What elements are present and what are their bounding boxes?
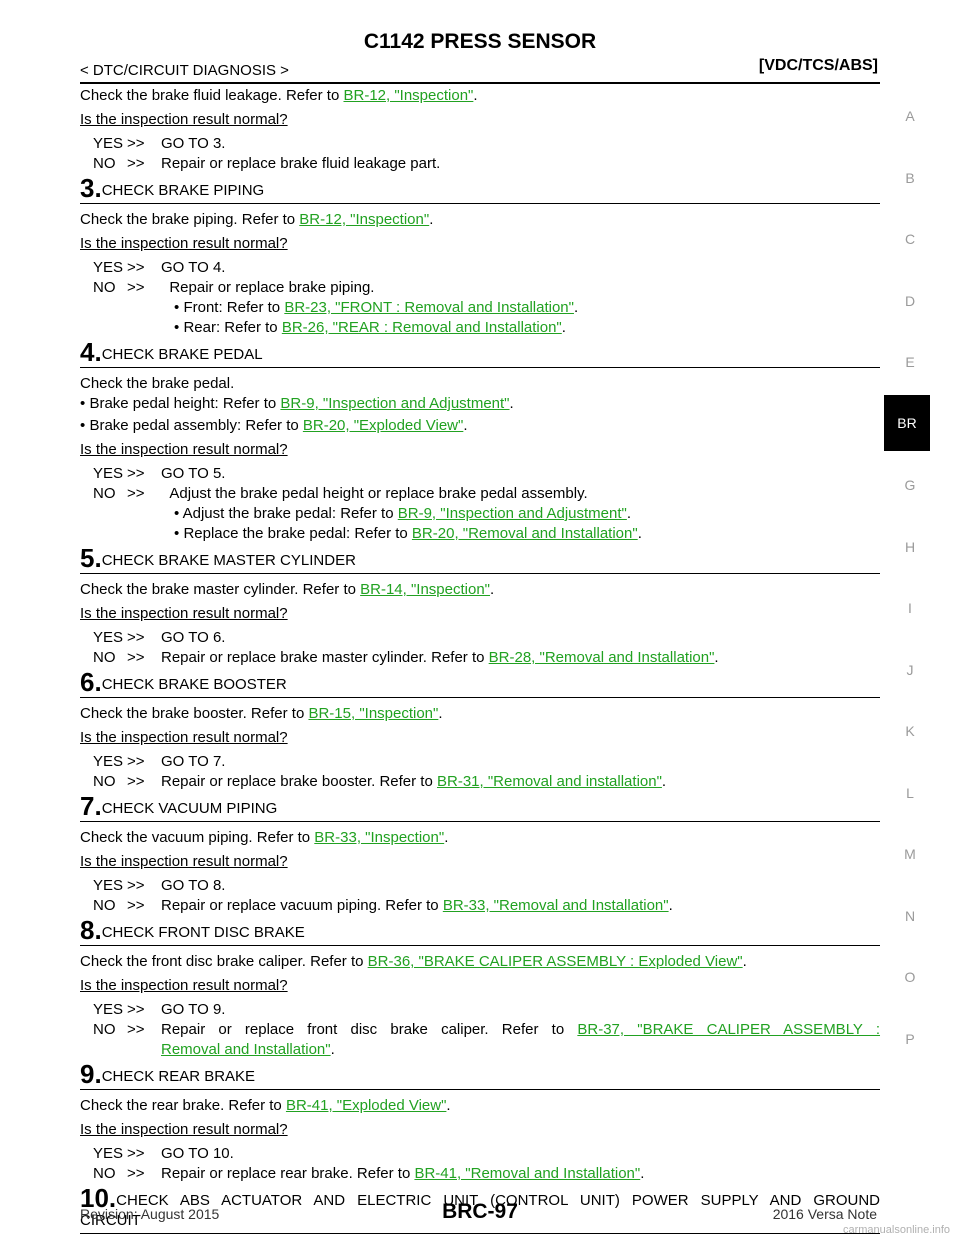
section-index-d[interactable]: D xyxy=(904,293,916,309)
section-index-i[interactable]: I xyxy=(908,600,912,616)
section-index-p[interactable]: P xyxy=(905,1031,915,1047)
sub-bullet: • Front: Refer to BR-23, "FRONT : Remova… xyxy=(174,299,579,316)
reference-link[interactable]: BR-41, "Removal and Installation" xyxy=(414,1165,641,1182)
inspection-question: Is the inspection result normal? xyxy=(80,111,288,128)
instruction-text: Check the front disc brake caliper. Refe… xyxy=(80,953,747,970)
sub-bullet: • Replace the brake pedal: Refer to BR-2… xyxy=(174,525,642,542)
reference-link[interactable]: BR-12, "Inspection" xyxy=(299,211,430,228)
bullet-item: • Brake pedal height: Refer to BR-9, "In… xyxy=(80,395,514,412)
reference-link[interactable]: BR-33, "Inspection" xyxy=(314,829,445,846)
section-index-h[interactable]: H xyxy=(904,539,916,555)
reference-link[interactable]: Removal and Installation" xyxy=(161,1041,331,1058)
section-index-m[interactable]: M xyxy=(904,846,916,862)
answer-yes: YES>>GO TO 4. xyxy=(93,259,226,276)
answer-no: NO>>Repair or replace front disc brake c… xyxy=(93,1021,881,1058)
answer-no: NO>> Adjust the brake pedal height or re… xyxy=(93,485,588,502)
section-index-k[interactable]: K xyxy=(905,723,915,739)
inspection-question: Is the inspection result normal? xyxy=(80,977,288,994)
reference-link[interactable]: BR-36, "BRAKE CALIPER ASSEMBLY : Explode… xyxy=(367,953,743,970)
answer-yes: YES>>GO TO 6. xyxy=(93,629,226,646)
answer-yes: YES>>GO TO 5. xyxy=(93,465,226,482)
step-heading-line: 10.CHECK ABS ACTUATOR AND ELECTRIC UNIT … xyxy=(80,1183,880,1213)
sub-bullet: • Rear: Refer to BR-26, "REAR : Removal … xyxy=(174,319,566,336)
reference-link[interactable]: BR-14, "Inspection" xyxy=(360,581,491,598)
reference-link[interactable]: BR-20, "Removal and Installation" xyxy=(411,525,638,542)
answer-yes: YES>>GO TO 8. xyxy=(93,877,226,894)
step-heading-4: 4.CHECK BRAKE PEDAL xyxy=(80,339,880,368)
instruction-text: Check the brake fluid leakage. Refer to … xyxy=(80,87,478,104)
answer-no: NO>>Repair or replace brake booster. Ref… xyxy=(93,773,667,790)
inspection-question: Is the inspection result normal? xyxy=(80,853,288,870)
section-index-n[interactable]: N xyxy=(904,908,916,924)
section-tab-current[interactable]: BR xyxy=(884,395,930,451)
answer-yes: YES>>GO TO 3. xyxy=(93,135,226,152)
inspection-question: Is the inspection result normal? xyxy=(80,729,288,746)
answer-no: NO>>Repair or replace vacuum piping. Ref… xyxy=(93,897,673,914)
model-year: 2016 Versa Note xyxy=(772,1206,877,1222)
instruction-text: Check the brake piping. Refer to BR-12, … xyxy=(80,211,434,228)
answer-yes: YES>>GO TO 9. xyxy=(93,1001,226,1018)
answer-no: NO>>Repair or replace brake master cylin… xyxy=(93,649,719,666)
section-index-j[interactable]: J xyxy=(906,662,914,678)
reference-link[interactable]: BR-9, "Inspection and Adjustment" xyxy=(280,395,510,412)
inspection-question: Is the inspection result normal? xyxy=(80,605,288,622)
inspection-question: Is the inspection result normal? xyxy=(80,235,288,252)
step-heading-line: CIRCUIT xyxy=(80,1212,141,1229)
step-heading-9: 9.CHECK REAR BRAKE xyxy=(80,1061,880,1090)
procedure-body: Check the brake fluid leakage. Refer to … xyxy=(80,84,880,1240)
reference-link[interactable]: BR-20, "Exploded View" xyxy=(302,417,464,434)
answer-no: NO>> Repair or replace brake piping. xyxy=(93,279,375,296)
step-heading-8: 8.CHECK FRONT DISC BRAKE xyxy=(80,917,880,946)
instruction-text: Check the rear brake. Refer to BR-41, "E… xyxy=(80,1097,451,1114)
reference-link[interactable]: BR-23, "FRONT : Removal and Installation… xyxy=(284,299,574,316)
reference-link[interactable]: BR-15, "Inspection" xyxy=(308,705,439,722)
sub-bullet: • Adjust the brake pedal: Refer to BR-9,… xyxy=(174,505,632,522)
step-heading-10: 10.CHECK ABS ACTUATOR AND ELECTRIC UNIT … xyxy=(80,1183,880,1234)
reference-link[interactable]: BR-33, "Removal and Installation" xyxy=(442,897,669,914)
instruction-text: Check the brake master cylinder. Refer t… xyxy=(80,581,495,598)
instruction-text: Check the brake booster. Refer to BR-15,… xyxy=(80,705,443,722)
step-heading-5: 5.CHECK BRAKE MASTER CYLINDER xyxy=(80,545,880,574)
section-index-e[interactable]: E xyxy=(905,354,915,370)
reference-link[interactable]: BR-12, "Inspection" xyxy=(343,87,474,104)
answer-no: NO>>Repair or replace rear brake. Refer … xyxy=(93,1165,645,1182)
header-rule xyxy=(80,82,880,84)
section-index-b[interactable]: B xyxy=(905,170,915,186)
breadcrumb: < DTC/CIRCUIT DIAGNOSIS > xyxy=(80,62,289,79)
answer-no: NO>>Repair or replace brake fluid leakag… xyxy=(93,155,441,172)
reference-link[interactable]: BR-41, "Exploded View" xyxy=(285,1097,447,1114)
reference-link[interactable]: BR-28, "Removal and Installation" xyxy=(488,649,715,666)
instruction-text: Check the vacuum piping. Refer to BR-33,… xyxy=(80,829,449,846)
inspection-question: Is the inspection result normal? xyxy=(80,1121,288,1138)
bullet-item: • Brake pedal assembly: Refer to BR-20, … xyxy=(80,417,468,434)
reference-link[interactable]: BR-37, "BRAKE CALIPER ASSEMBLY : xyxy=(577,1021,881,1038)
instruction-text: Check the brake pedal. xyxy=(80,375,235,392)
section-index-c[interactable]: C xyxy=(904,231,916,247)
reference-link[interactable]: BR-31, "Removal and installation" xyxy=(436,773,662,790)
section-index-o[interactable]: O xyxy=(904,969,916,985)
reference-link[interactable]: BR-26, "REAR : Removal and Installation" xyxy=(281,319,562,336)
watermark: carmanualsonline.info xyxy=(842,1224,950,1236)
answer-no-line: Repair or replace front disc brake calip… xyxy=(161,1021,881,1038)
reference-link[interactable]: BR-9, "Inspection and Adjustment" xyxy=(397,505,627,522)
step-heading-6: 6.CHECK BRAKE BOOSTER xyxy=(80,669,880,698)
answer-yes: YES>>GO TO 7. xyxy=(93,753,226,770)
page-title: C1142 PRESS SENSOR xyxy=(363,30,597,53)
section-index-g[interactable]: G xyxy=(904,477,916,493)
system-badge: [VDC/TCS/ABS] xyxy=(758,57,878,74)
page-number: BRC-97 xyxy=(442,1200,518,1223)
section-index-l[interactable]: L xyxy=(906,785,914,801)
step-heading-3: 3.CHECK BRAKE PIPING xyxy=(80,175,880,204)
inspection-question: Is the inspection result normal? xyxy=(80,441,288,458)
step-heading-7: 7.CHECK VACUUM PIPING xyxy=(80,793,880,822)
answer-yes: YES>>GO TO 10. xyxy=(93,1145,234,1162)
revision-date: Revision: August 2015 xyxy=(80,1206,220,1222)
section-index-a[interactable]: A xyxy=(905,108,915,124)
